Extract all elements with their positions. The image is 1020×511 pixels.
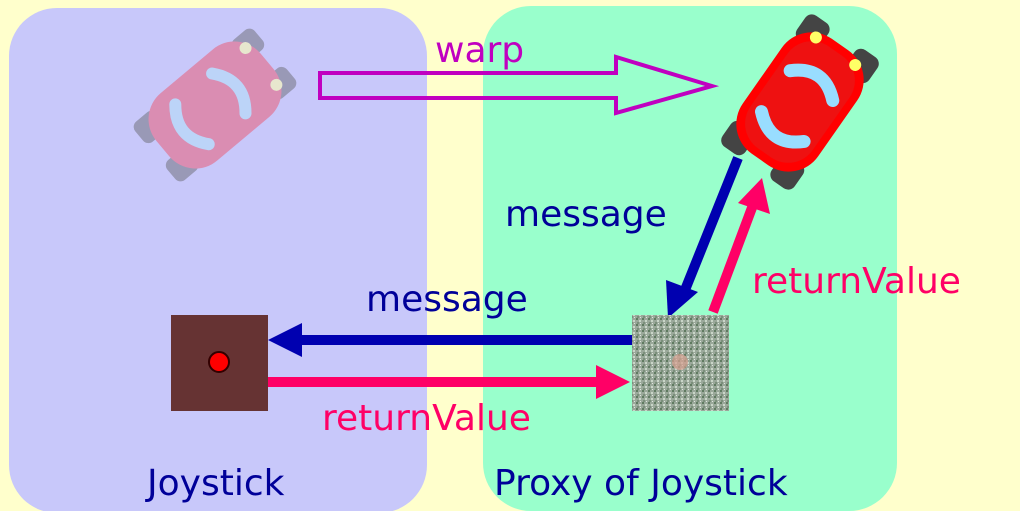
warp-label: warp [435, 30, 525, 71]
return-value-label-right: returnValue [752, 261, 961, 302]
return-arrow-right [264, 365, 630, 399]
proxy-joystick-icon [632, 315, 729, 411]
return-value-label-bottom: returnValue [322, 398, 531, 439]
car-faded-icon [133, 28, 297, 182]
message-label-bottom: message [366, 279, 528, 320]
message-arrow-down [666, 156, 743, 318]
car-icon [721, 14, 879, 190]
message-arrow-left [268, 323, 632, 357]
return-arrow-up [708, 178, 770, 314]
message-label-top: message [505, 194, 667, 235]
joystick-title: Joystick [147, 463, 285, 504]
warp-arrow [318, 54, 720, 116]
proxy-title: Proxy of Joystick [494, 463, 788, 504]
joystick-icon [171, 315, 268, 411]
